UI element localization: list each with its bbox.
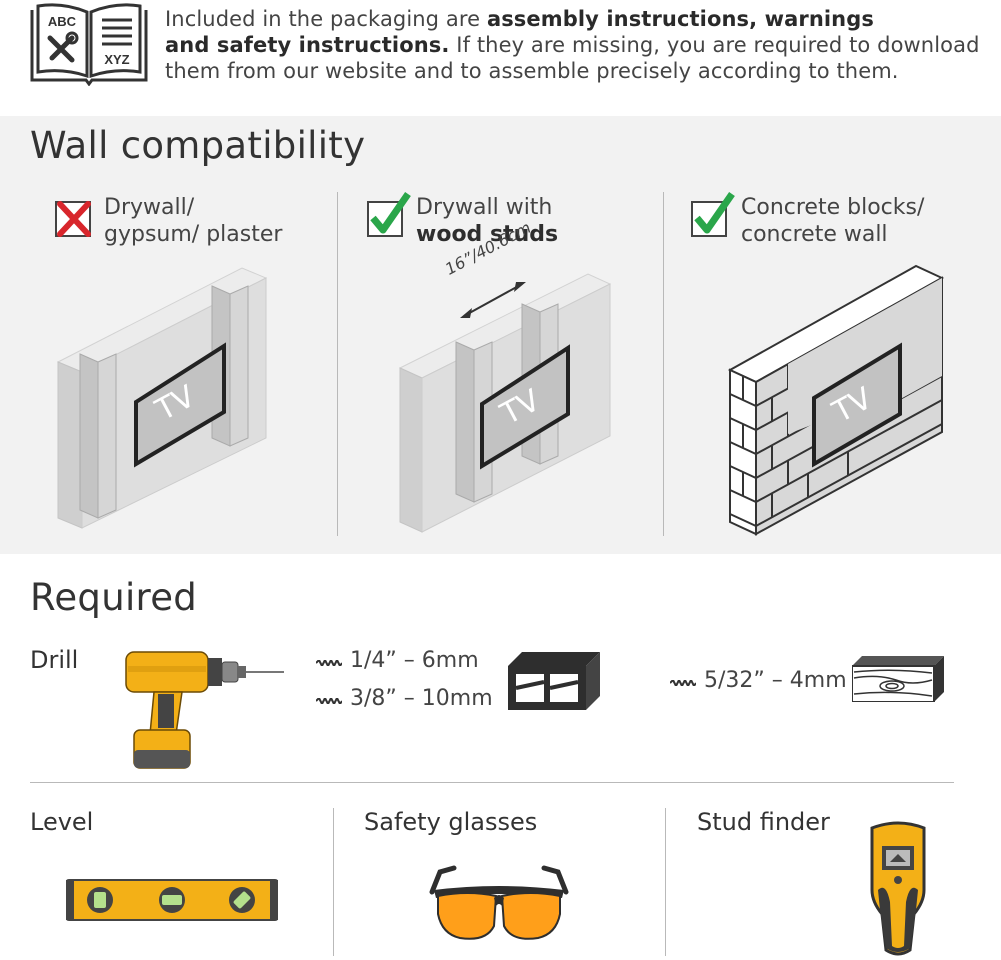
level-icon: [66, 878, 278, 922]
safety-glasses-label: Safety glasses: [364, 808, 538, 836]
notice-line1-regular: Included in the packaging are: [165, 7, 487, 31]
drill-bit-icon: [316, 660, 342, 666]
manual-abc-label: ABC: [48, 14, 77, 29]
column-divider: [663, 192, 664, 536]
cross-icon: [54, 196, 96, 238]
check-icon: [690, 190, 736, 238]
wall-option-line2-bold: wood studs: [416, 222, 559, 247]
stud-finder-label: Stud finder: [697, 808, 830, 836]
drill-bit-icon: [670, 680, 696, 686]
column-divider: [337, 192, 338, 536]
column-divider: [665, 808, 666, 956]
wall-option-drywall: Drywall/ gypsum/ plaster: [104, 194, 282, 248]
drywall-illustration: TV: [52, 262, 272, 542]
notice-line1-bold: assembly instructions, warnings: [486, 7, 874, 31]
instruction-manual-icon: ABC XYZ: [28, 2, 150, 86]
notice-line2-bold: and safety instructions.: [165, 33, 450, 57]
manual-xyz-label: XYZ: [104, 52, 129, 67]
wall-option-concrete: Concrete blocks/ concrete wall: [741, 194, 924, 248]
bit-size-concrete-small: 1/4” – 6mm: [350, 648, 479, 673]
drywall-studs-illustration: TV: [398, 250, 618, 540]
concrete-block-icon: [508, 652, 600, 710]
wall-option-line1: Concrete blocks/: [741, 195, 925, 220]
wall-option-line2: gypsum/ plaster: [104, 222, 283, 247]
bit-size-concrete-large: 3/8” – 10mm: [350, 686, 493, 711]
tools-icon: [47, 31, 79, 63]
drill-bit-icon: [316, 698, 342, 704]
bit-size-wood: 5/32” – 4mm: [704, 668, 847, 693]
wood-plank-icon: [852, 656, 944, 702]
wall-option-line1: Drywall with: [416, 195, 553, 220]
notice-line2-regular: If they are missing, you are required to…: [449, 33, 980, 57]
drill-icon: [124, 642, 290, 770]
drill-label: Drill: [30, 646, 79, 674]
notice-line3: them from our website and to assemble pr…: [165, 59, 899, 83]
level-label: Level: [30, 808, 94, 836]
stud-finder-icon: [866, 818, 930, 958]
wall-option-drywall-studs: Drywall with wood studs: [416, 194, 558, 248]
wall-option-line2: concrete wall: [741, 222, 888, 247]
column-divider: [333, 808, 334, 956]
wall-compatibility-title: Wall compatibility: [30, 124, 366, 167]
safety-glasses-icon: [428, 862, 570, 946]
wall-option-line1: Drywall/: [104, 195, 195, 220]
section-divider: [30, 782, 954, 783]
concrete-wall-illustration: TV: [728, 264, 944, 538]
required-title: Required: [30, 576, 198, 619]
check-icon: [366, 190, 412, 238]
packaging-notice: Included in the packaging are assembly i…: [165, 6, 985, 84]
